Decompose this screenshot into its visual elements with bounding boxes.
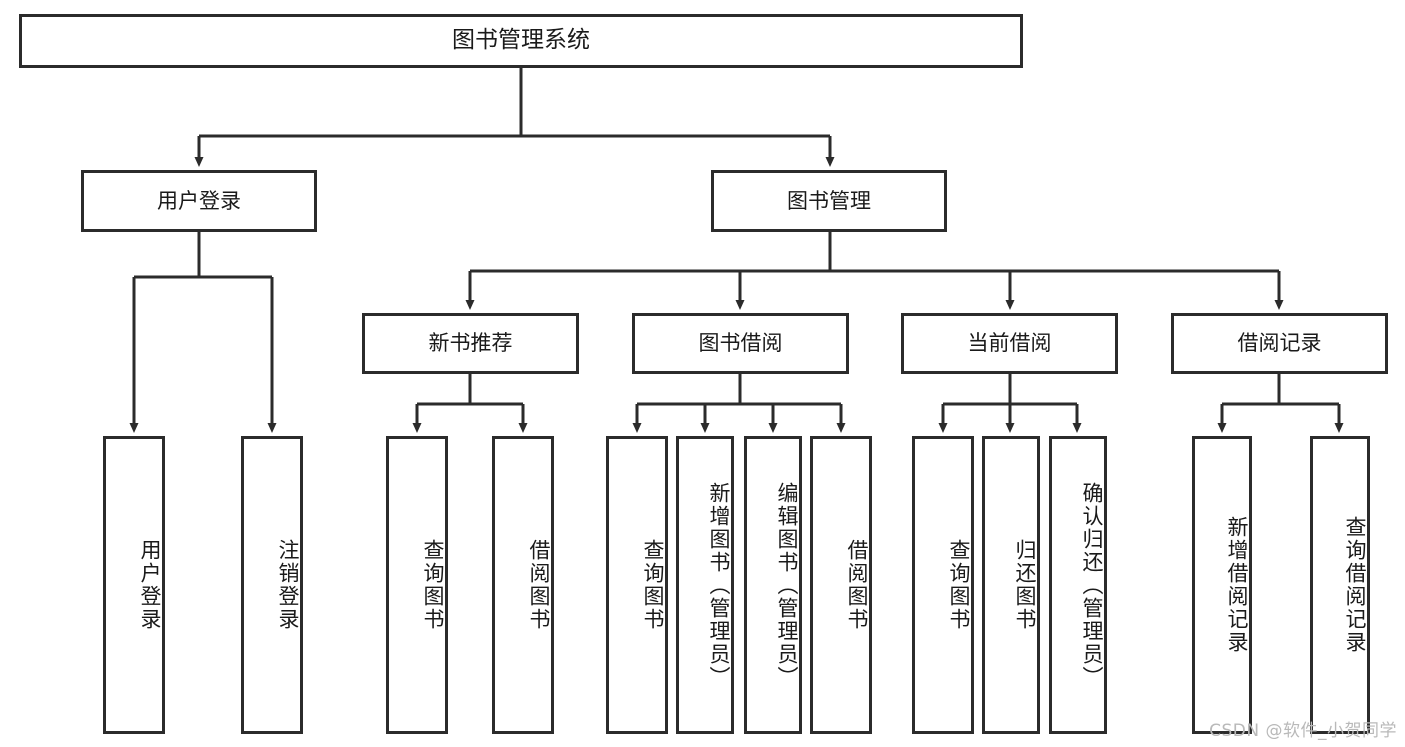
leaf-confirm-return-admin[interactable]: 确认归还（管理员）: [1049, 436, 1107, 734]
leaf-label: 查询图书: [947, 539, 971, 631]
node-label: 当前借阅: [967, 331, 1052, 356]
node-label: 用户登录: [157, 188, 241, 213]
leaf-logout-login[interactable]: 注销登录: [241, 436, 303, 734]
leaf-add-borrow-record[interactable]: 新增借阅记录: [1192, 436, 1252, 734]
leaf-query-book-borrow[interactable]: 查询图书: [606, 436, 668, 734]
leaf-query-borrow-record[interactable]: 查询借阅记录: [1310, 436, 1370, 734]
leaf-label: 新增借阅记录: [1225, 516, 1249, 654]
node-borrow-record[interactable]: 借阅记录: [1171, 313, 1388, 374]
watermark-credit: CSDN @软件_小贺同学: [1209, 721, 1397, 741]
leaf-edit-book-admin[interactable]: 编辑图书（管理员）: [744, 436, 802, 734]
node-user-login[interactable]: 用户登录: [81, 170, 317, 232]
node-new-book-recommend[interactable]: 新书推荐: [362, 313, 579, 374]
node-root-system[interactable]: 图书管理系统: [19, 14, 1023, 68]
leaf-label: 归还图书: [1013, 539, 1037, 631]
leaf-query-book-recommend[interactable]: 查询图书: [386, 436, 448, 734]
leaf-label: 借阅图书: [527, 539, 551, 631]
node-current-borrow[interactable]: 当前借阅: [901, 313, 1118, 374]
leaf-label: 借阅图书: [845, 539, 869, 631]
leaf-borrow-book-recommend[interactable]: 借阅图书: [492, 436, 554, 734]
leaf-label: 新增图书（管理员）: [707, 481, 731, 689]
leaf-query-book-current[interactable]: 查询图书: [912, 436, 974, 734]
leaf-label: 用户登录: [138, 539, 162, 631]
node-label: 图书借阅: [698, 331, 783, 356]
leaf-return-book[interactable]: 归还图书: [982, 436, 1040, 734]
node-book-management[interactable]: 图书管理: [711, 170, 947, 232]
leaf-user-login[interactable]: 用户登录: [103, 436, 165, 734]
leaf-label: 编辑图书（管理员）: [775, 481, 799, 689]
node-label: 借阅记录: [1237, 331, 1322, 356]
node-book-borrow[interactable]: 图书借阅: [632, 313, 849, 374]
leaf-label: 确认归还（管理员）: [1080, 481, 1104, 689]
leaf-add-book-admin[interactable]: 新增图书（管理员）: [676, 436, 734, 734]
leaf-label: 注销登录: [276, 539, 300, 631]
node-label: 新书推荐: [428, 331, 513, 356]
node-label: 图书管理系统: [452, 27, 590, 54]
leaf-label: 查询图书: [641, 539, 665, 631]
leaf-label: 查询图书: [421, 539, 445, 631]
leaf-borrow-book[interactable]: 借阅图书: [810, 436, 872, 734]
leaf-label: 查询借阅记录: [1343, 516, 1367, 654]
node-label: 图书管理: [787, 188, 871, 213]
